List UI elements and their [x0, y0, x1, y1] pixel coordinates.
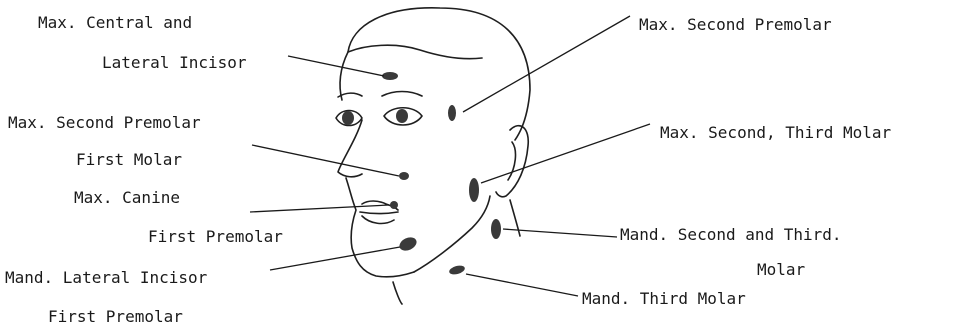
- hairline: [348, 45, 482, 58]
- spot-submandibular: [448, 264, 466, 276]
- face-profile: [346, 178, 414, 277]
- nose-outline: [338, 120, 362, 177]
- label-max-second-premolar-upper: Max. Second Premolar: [639, 15, 832, 34]
- spot-chin: [397, 235, 418, 253]
- label-max-central-lateral-incisor-line1: Max. Central and: [38, 13, 192, 32]
- spot-cheek: [399, 172, 409, 180]
- label-max-second-premolar-first-molar-line1: Max. Second Premolar: [8, 113, 201, 132]
- spot-forehead: [382, 72, 398, 80]
- label-mand-second-third-molar-line2: Molar: [757, 260, 806, 279]
- label-mand-second-third-molar-line1: Mand. Second and Third.: [620, 225, 842, 244]
- label-max-canine-first-premolar-line2: First Premolar: [148, 227, 283, 246]
- leader-max-central-lateral-incisor: [288, 56, 384, 76]
- lower-lip: [362, 216, 394, 223]
- label-max-central-lateral-incisor-line2: Lateral Incisor: [102, 53, 247, 72]
- leader-max-second-premolar-upper: [463, 16, 630, 112]
- leader-lines: [250, 16, 650, 296]
- neck-front: [393, 282, 402, 304]
- spot-upper-lip: [390, 201, 398, 209]
- leader-max-second-third-molar: [481, 124, 650, 183]
- leader-mand-lateral-incisor: [270, 247, 400, 270]
- ear-inner: [508, 142, 515, 180]
- labels: Max. Central and Lateral Incisor Max. Se…: [5, 13, 892, 326]
- label-max-canine-first-premolar-line1: Max. Canine: [74, 188, 180, 207]
- label-max-second-third-molar: Max. Second, Third Molar: [660, 123, 892, 142]
- spot-temple: [448, 105, 456, 121]
- label-mand-lateral-incisor-line2: First Premolar: [48, 307, 183, 326]
- spot-angle-of-jaw: [491, 219, 501, 239]
- leader-mand-third-molar: [466, 274, 578, 296]
- label-max-second-premolar-first-molar-line2: First Molar: [76, 150, 182, 169]
- label-mand-third-molar: Mand. Third Molar: [582, 289, 746, 308]
- pupil-right: [342, 111, 354, 125]
- leader-max-canine-first-premolar: [250, 205, 389, 212]
- jaw-line: [414, 196, 490, 272]
- pupil-left: [396, 109, 408, 123]
- leader-max-second-premolar-first-molar: [252, 145, 399, 176]
- head-illustration: [336, 8, 530, 304]
- spot-preauricular: [469, 178, 479, 202]
- label-mand-lateral-incisor-line1: Mand. Lateral Incisor: [5, 268, 208, 287]
- ear-outline: [496, 126, 528, 197]
- eyebrow-left: [382, 92, 422, 97]
- mouth-line: [360, 212, 398, 214]
- pain-spots: [382, 72, 501, 276]
